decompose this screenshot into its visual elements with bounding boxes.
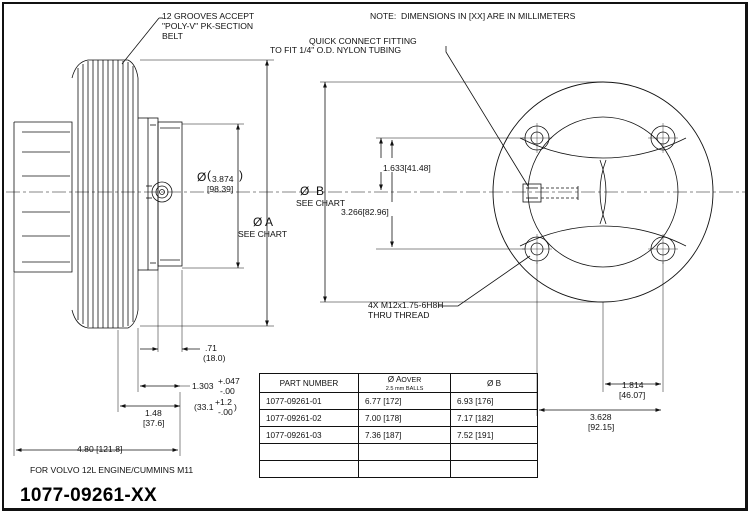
grooves-note-line2: "POLY-V" PK-SECTION [162, 21, 254, 31]
cell-dia-b [450, 443, 538, 461]
dim-1633: 1.633[41.48] [383, 163, 431, 173]
dim-1303-tol-minus: -.00 [220, 386, 235, 396]
side-view [13, 59, 183, 329]
dim-331-close: ) [234, 402, 237, 412]
dim-1303-tol-plus: +.047 [218, 376, 240, 386]
cell-part: 1077-09261-03 [259, 426, 359, 444]
bore-dia-close: ) [239, 168, 243, 182]
part-number-title: 1077-09261-XX [20, 485, 158, 506]
cell-dia-a: 7.36 [187] [358, 426, 451, 444]
dim-148: 1.48 [145, 408, 162, 418]
dia-b-note: SEE CHART [296, 198, 346, 208]
dim-148-mm: [37.6] [143, 418, 165, 428]
header-dia-a-sub: 2.5 mm BALLS [385, 385, 424, 392]
cell-part [259, 443, 359, 461]
cell-dia-b: 7.52 [191] [450, 426, 538, 444]
dia-a-label: Ø A [253, 215, 274, 229]
dim-331-open: (33.1 [194, 402, 214, 412]
dim-071: .71 [205, 343, 217, 353]
thread-note-line2: THRU THREAD [368, 310, 430, 320]
bore-dia-open: ( [207, 168, 211, 182]
dimension-note: NOTE: DIMENSIONS IN [XX] ARE IN MILLIMET… [370, 11, 576, 21]
dia-b-label: Ø B [300, 184, 325, 198]
dim-480: 4.80 [121.8] [77, 444, 123, 454]
table-row: 1077-09261-02 7.00 [178] 7.17 [182] [259, 409, 538, 427]
header-dia-a-symbol: Ø A [387, 374, 402, 384]
dim-331-tol-minus: -.00 [218, 407, 233, 417]
cell-part: 1077-09261-01 [259, 392, 359, 410]
grooves-note-line3: BELT [162, 31, 183, 41]
dim-1303: 1.303 [192, 381, 214, 391]
chart-header-row: PART NUMBER Ø AOVER 2.5 mm BALLS Ø B [259, 373, 538, 393]
cell-part [259, 460, 359, 478]
dimension-chart: PART NUMBER Ø AOVER 2.5 mm BALLS Ø B 107… [259, 373, 538, 478]
header-part-number: PART NUMBER [259, 373, 359, 393]
grooves-note-line1: 12 GROOVES ACCEPT [162, 11, 255, 21]
cell-dia-b: 6.93 [176] [450, 392, 538, 410]
table-row: 1077-09261-03 7.36 [187] 7.52 [191] [259, 426, 538, 444]
dim-3628-mm: [92.15] [588, 422, 615, 432]
table-row: 1077-09261-01 6.77 [172] 6.93 [176] [259, 392, 538, 410]
header-dia-a-over: OVER [401, 376, 422, 384]
dim-3628: 3.628 [590, 412, 612, 422]
table-row [259, 443, 538, 461]
thread-note-line1: 4X M12x1.75-6H8H [368, 300, 444, 310]
cell-dia-b [450, 460, 538, 478]
table-row [259, 460, 538, 478]
dim-3266: 3.266[82.96] [341, 207, 389, 217]
header-dia-a: Ø AOVER 2.5 mm BALLS [358, 373, 451, 393]
dim-071-mm: (18.0) [203, 353, 226, 363]
pulley-grooves [71, 59, 139, 329]
dim-1814: 1.814 [622, 380, 644, 390]
cell-dia-a [358, 460, 451, 478]
header-dia-b: Ø B [450, 373, 538, 393]
fitting-note-line1: QUICK CONNECT FITTING [309, 36, 417, 46]
bore-dia-mm: [98.39] [207, 184, 234, 194]
dia-a-note: SEE CHART [238, 229, 288, 239]
fitting-note-line2: TO FIT 1/4" O.D. NYLON TUBING [270, 45, 402, 55]
application-note: FOR VOLVO 12L ENGINE/CUMMINS M11 [30, 465, 194, 475]
dim-331-tol-plus: +1.2 [215, 397, 232, 407]
dim-1814-mm: [46.07] [619, 390, 646, 400]
cell-dia-a [358, 443, 451, 461]
cell-dia-a: 6.77 [172] [358, 392, 451, 410]
cell-part: 1077-09261-02 [259, 409, 359, 427]
cell-dia-b: 7.17 [182] [450, 409, 538, 427]
bore-dia-symbol: Ø [197, 170, 207, 184]
cell-dia-a: 7.00 [178] [358, 409, 451, 427]
bore-dia-inch: 3.874 [212, 174, 234, 184]
